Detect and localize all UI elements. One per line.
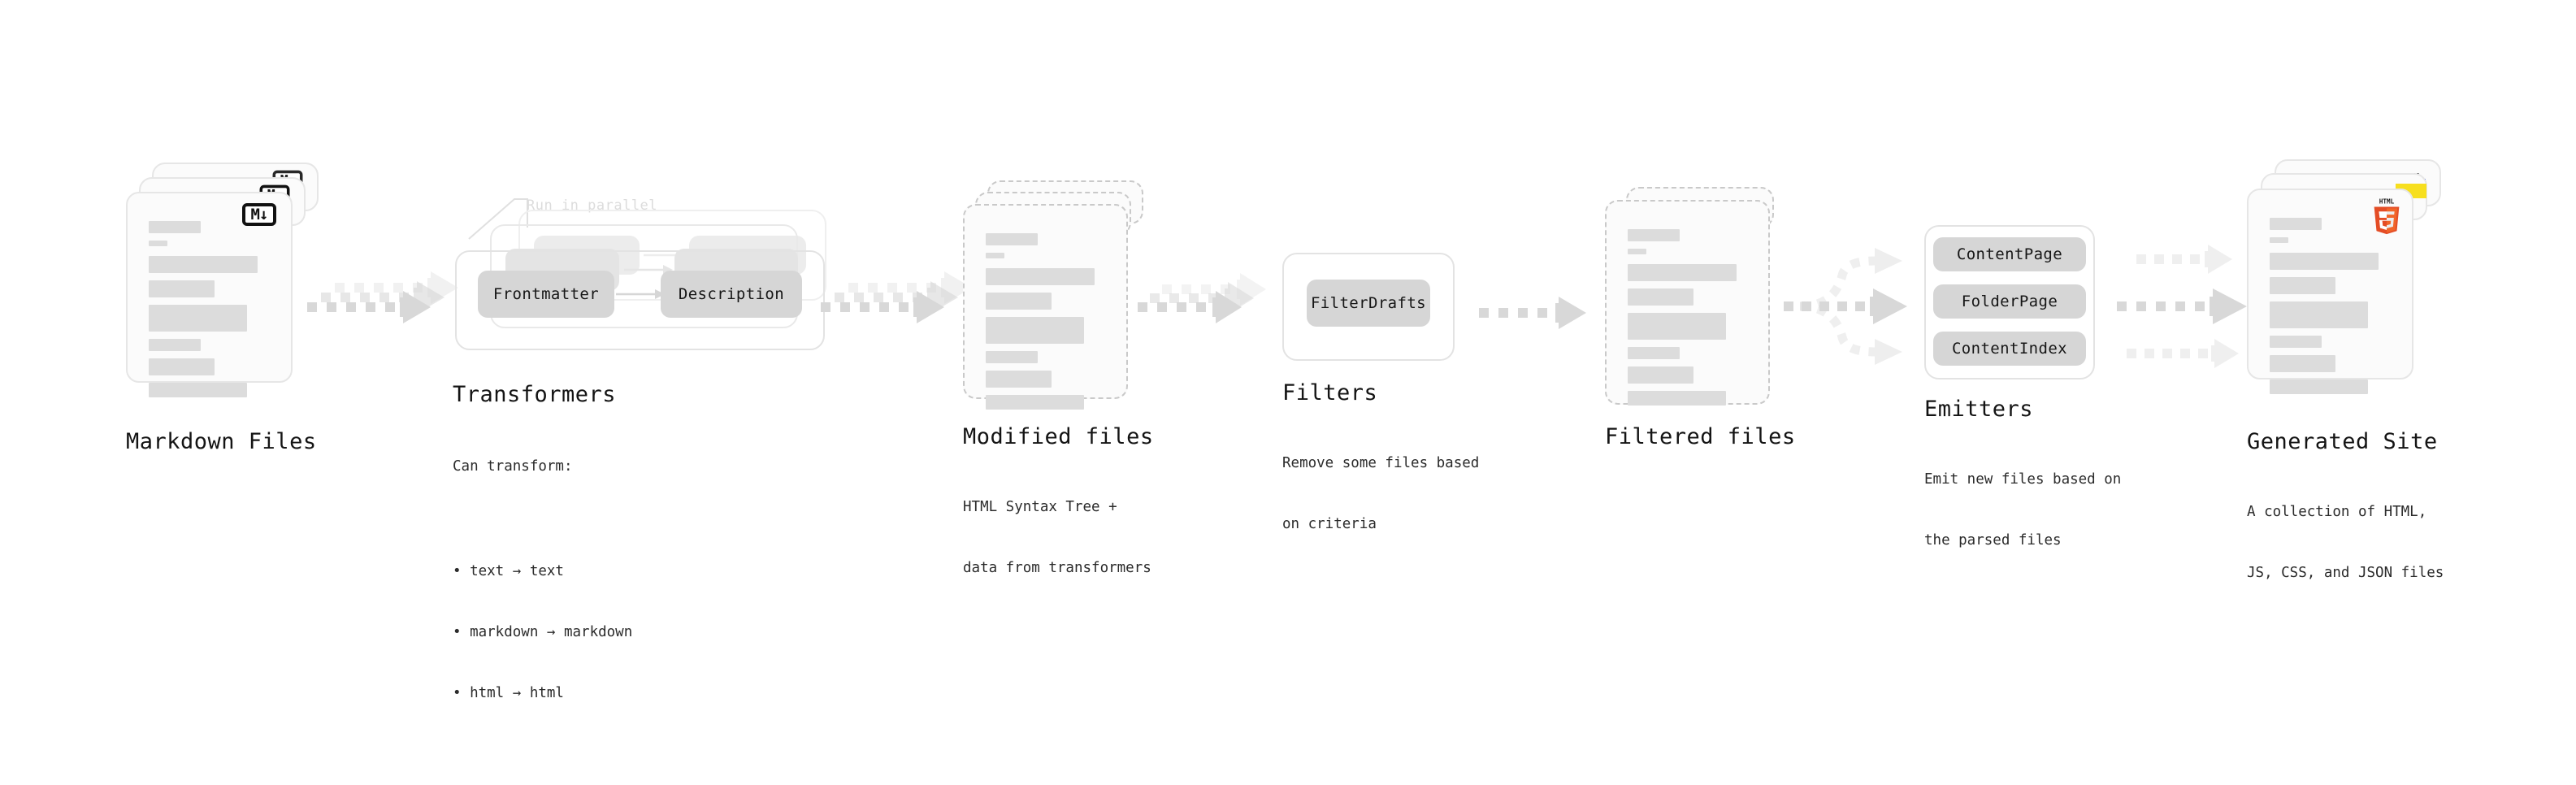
emitters-subtitle: Emit new files based on the parsed files (1924, 429, 2121, 592)
markdown-icon: M↓ (242, 203, 276, 226)
site-card-lines (2270, 218, 2394, 401)
transformer-inner-arrow (616, 289, 665, 299)
html5-icon: HTML (2374, 198, 2400, 235)
markdown-card-lines (149, 221, 273, 405)
pill-label: Frontmatter (492, 285, 600, 303)
generated-site-title: Generated Site (2247, 429, 2438, 454)
arrow-markdown-to-transformers (307, 271, 458, 323)
arrow-emitters-to-site (2117, 245, 2247, 368)
content-bar (149, 305, 247, 332)
content-bar (2270, 355, 2335, 372)
content-bar (149, 256, 258, 273)
content-bar (149, 241, 167, 246)
site-card-front (2247, 189, 2413, 394)
content-bar (2270, 237, 2288, 243)
list-item: • markdown → markdown (453, 624, 633, 640)
emitter-pill-contentindex[interactable]: ContentIndex (1933, 332, 2086, 366)
subtitle-line: data from transformers (963, 560, 1151, 576)
subtitle-line: Remove some files based (1282, 455, 1480, 471)
markdown-files-title: Markdown Files (126, 429, 317, 454)
transformers-subtitle-line: Can transform: (453, 458, 573, 475)
content-bar (1628, 391, 1726, 406)
content-bar (986, 233, 1038, 245)
content-bar (1628, 347, 1680, 359)
content-bar (149, 280, 215, 297)
arrow-modified-to-filters (1138, 273, 1266, 323)
transformers-bullet-list: • text → text • markdown → markdown • ht… (453, 521, 632, 744)
content-bar (1628, 229, 1680, 241)
content-bar (986, 293, 1052, 310)
content-bar (1628, 288, 1693, 306)
modified-card-lines (986, 233, 1108, 417)
content-bar (1628, 366, 1693, 384)
arrow-filtered-to-emitters (1784, 248, 1907, 365)
arrow-filters-to-filtered (1479, 297, 1586, 329)
pill-label: FolderPage (1961, 293, 2058, 310)
pill-label: ContentPage (1956, 245, 2063, 263)
pill-label: ContentIndex (1951, 340, 2068, 358)
filter-pill-filterdrafts[interactable]: FilterDrafts (1307, 280, 1430, 327)
content-bar (149, 339, 201, 351)
pill-label: Description (678, 285, 785, 303)
modified-files-title: Modified files (963, 424, 1154, 449)
content-bar (149, 358, 215, 375)
content-bar (2270, 253, 2379, 270)
transformers-title: Transformers (453, 382, 617, 407)
transformer-pill-description[interactable]: Description (661, 271, 802, 318)
content-bar (1628, 249, 1646, 254)
content-bar (2270, 336, 2322, 348)
list-item: • text → text (453, 563, 564, 579)
emitter-pill-contentpage[interactable]: ContentPage (1933, 237, 2086, 271)
modified-files-subtitle: HTML Syntax Tree + data from transformer… (963, 457, 1151, 619)
subtitle-line: the parsed files (1924, 532, 2062, 549)
filtered-card-lines (1628, 229, 1750, 413)
filtered-files-title: Filtered files (1605, 424, 1796, 449)
content-bar (1628, 313, 1726, 340)
subtitle-line: JS, CSS, and JSON files (2247, 565, 2444, 581)
content-bar (149, 383, 247, 397)
content-bar (986, 395, 1084, 410)
emitter-pill-folderpage[interactable]: FolderPage (1933, 284, 2086, 319)
svg-text:HTML: HTML (2379, 198, 2395, 206)
content-bar (986, 253, 1004, 258)
filters-subtitle: Remove some files based on criteria (1282, 413, 1479, 575)
content-bar (2270, 379, 2368, 394)
content-bar (2270, 301, 2368, 328)
filters-title: Filters (1282, 380, 1378, 406)
subtitle-line: A collection of HTML, (2247, 504, 2427, 520)
arrow-transformers-to-modified (821, 271, 971, 323)
content-bar (986, 351, 1038, 363)
content-bar (986, 268, 1095, 285)
modified-card-front (963, 204, 1128, 410)
pipeline-diagram: M↓ M↓ M↓ Markdown Files (126, 159, 2444, 701)
content-bar (2270, 277, 2335, 294)
transformer-pill-frontmatter[interactable]: Frontmatter (478, 271, 614, 318)
content-bar (986, 371, 1052, 388)
transformer-panel-front (455, 250, 825, 350)
content-bar (1628, 264, 1737, 281)
subtitle-line: Emit new files based on (1924, 471, 2122, 488)
pill-label: FilterDrafts (1310, 294, 1427, 312)
generated-site-subtitle: A collection of HTML, JS, CSS, and JSON … (2247, 462, 2444, 624)
filtered-card-front (1605, 200, 1770, 406)
emitters-title: Emitters (1924, 397, 2034, 422)
list-item: • html → html (453, 685, 564, 701)
content-bar (2270, 218, 2322, 230)
subtitle-line: on criteria (1282, 516, 1377, 532)
subtitle-line: HTML Syntax Tree + (963, 499, 1117, 515)
content-bar (149, 221, 201, 233)
content-bar (986, 317, 1084, 344)
transformers-subtitle: Can transform: • text → text • markdown … (453, 416, 632, 785)
